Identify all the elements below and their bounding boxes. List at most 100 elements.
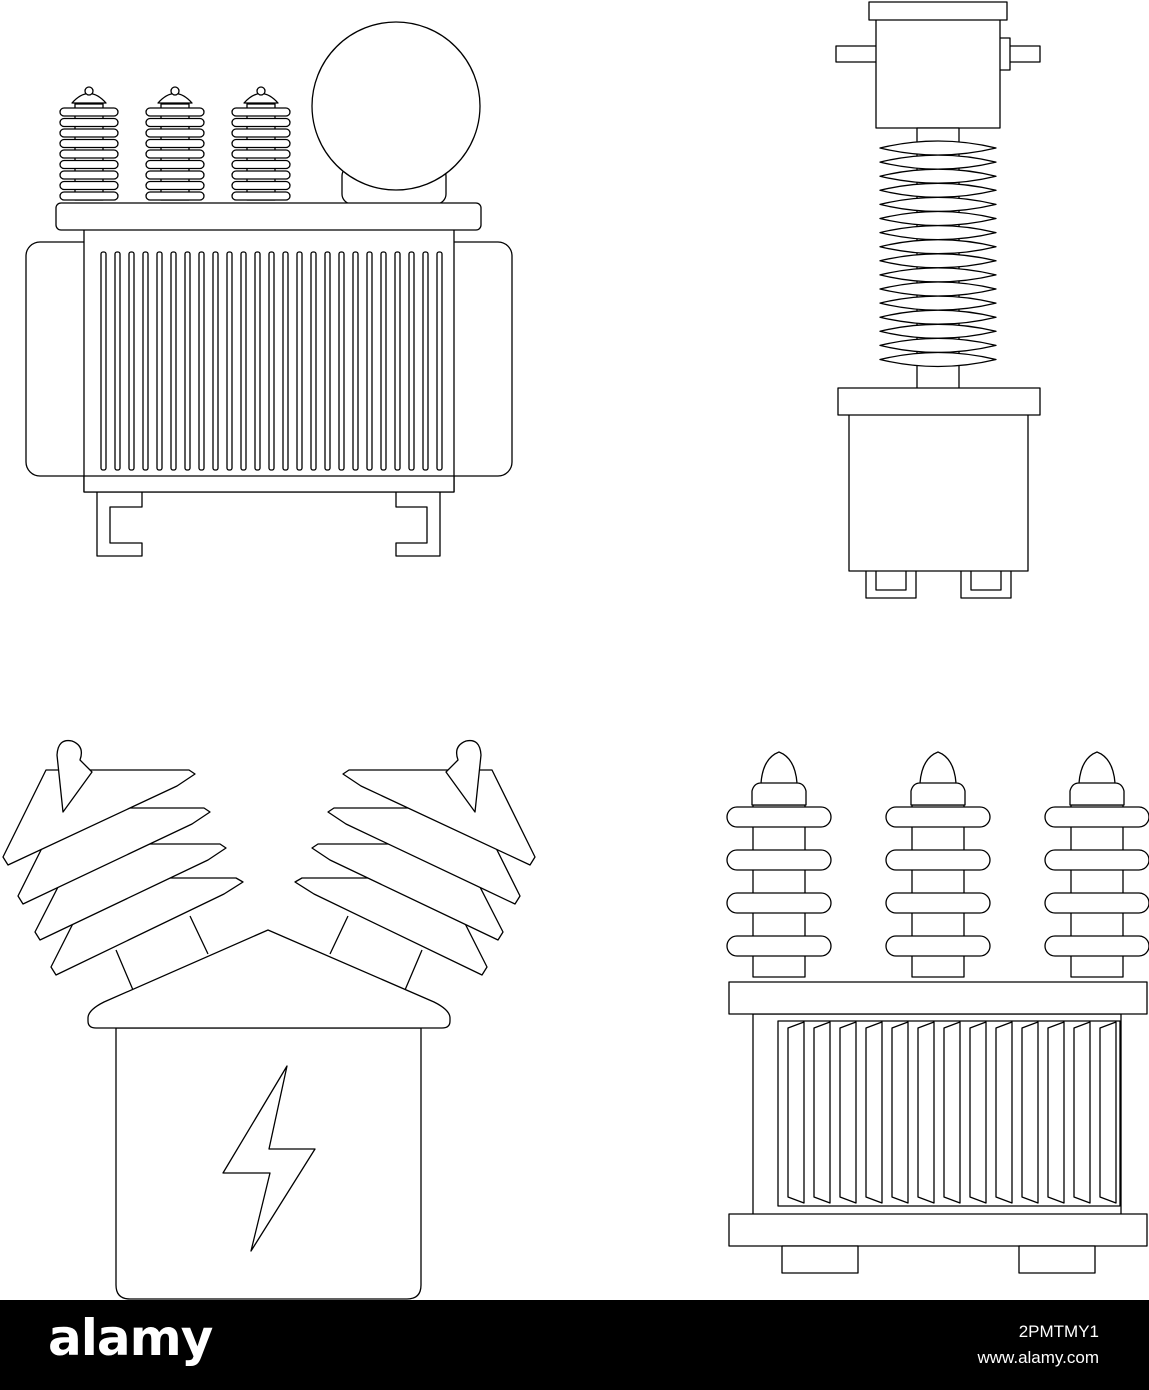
lightning-bolt-icon [223,1066,315,1251]
terminal-head-cap [869,2,1007,20]
left-base-foot [866,571,916,598]
bushing-shed [232,119,290,127]
insulator-shed [1045,850,1149,870]
bushing-shed [880,268,996,282]
bushing-terminal [171,87,179,95]
bushing-shed [232,108,290,116]
left-angled-insulator [3,741,243,990]
bushing-shed [880,240,996,254]
radiator-fin [918,1022,934,1203]
insulator-support [116,916,208,990]
porcelain-insulator [886,752,990,977]
transformer-housing [116,1028,421,1299]
radiator-fin [814,1022,830,1203]
cooling-fin [325,252,330,470]
right-mounting-foot [396,492,440,556]
insulator-shed [886,850,990,870]
insulator-cap [752,752,806,805]
radiator-fin [1074,1022,1090,1203]
cooling-fin [129,252,134,470]
bushing-shed [232,150,290,158]
bushing-shed [880,296,996,310]
insulator-shed [886,807,990,827]
cooling-fin [423,252,428,470]
bushing-sheds [880,141,996,367]
right-base-foot [1019,1246,1095,1273]
bushing-shed [880,254,996,268]
bushing-shed [232,129,290,137]
insulator-shed [727,936,831,956]
radiator-transformer-illustration [727,752,1149,1273]
bushing-shed [60,129,118,137]
bottom-base-plate [729,1214,1147,1246]
insulator-cap [1070,752,1124,805]
bushing-shed [60,108,118,116]
cooling-fin [185,252,190,470]
instrument-transformer-illustration [836,2,1040,598]
cooling-fin [101,252,106,470]
left-terminal-bar [836,46,878,62]
radiator-fin [788,1022,804,1203]
radiator-fin [944,1022,960,1203]
insulator-disc [343,770,535,865]
cooling-fin [339,252,344,470]
bushing-shed [146,150,204,158]
bushing-shed [880,324,996,338]
bushing-shed [880,338,996,352]
insulator-top-terminal [57,741,92,812]
cooling-fin [115,252,120,470]
bushing-shed [146,140,204,148]
insulator-cap [911,752,965,805]
cooling-fin [297,252,302,470]
cooling-fin [269,252,274,470]
bushing-shed [880,226,996,240]
bushing [60,87,118,200]
bushing-shed [232,171,290,179]
cooling-fin [367,252,372,470]
bushing-shed [232,140,290,148]
cooling-fin [143,252,148,470]
bushing-shed [880,353,996,367]
bushing-shed [880,310,996,324]
bushing-shed [60,150,118,158]
bushing-shed [880,282,996,296]
bushing-shed [880,169,996,183]
left-base-foot [782,1246,858,1273]
cooling-fin [395,252,400,470]
radiator-fin [970,1022,986,1203]
porcelain-insulator [1045,752,1149,977]
bushing-shed [232,161,290,169]
bushing-shed [880,197,996,211]
bushing-shed [880,183,996,197]
bushing [146,87,204,200]
radiator-fin [1100,1022,1116,1203]
insulator-disc [3,770,195,865]
insulator-shed [1045,936,1149,956]
bushing-shed [146,161,204,169]
cooling-fin [353,252,358,470]
bushing-shed [146,171,204,179]
cooling-fin [199,252,204,470]
oil-filled-power-transformer-illustration [26,22,512,556]
cooling-fin [311,252,316,470]
cooling-fins [101,252,442,470]
left-mounting-foot [97,492,142,556]
pole-mounted-transformer-illustration [3,741,535,1299]
insulator-shed [727,850,831,870]
radiator-fin [1022,1022,1038,1203]
high-voltage-bushings [60,87,290,200]
insulator-shed [1045,807,1149,827]
bushing-shed [60,182,118,190]
tank-top-cover [56,203,481,230]
bushing-terminal [85,87,93,95]
top-cover-plate [729,982,1147,1014]
bushing-shed [60,171,118,179]
bushing-terminal [257,87,265,95]
radiator-fin [996,1022,1012,1203]
tank-base-rail [84,476,454,492]
base-tank-cover [838,388,1040,415]
bushing-shed [880,155,996,169]
bushing-shed [60,140,118,148]
radiator-fins [788,1022,1116,1203]
